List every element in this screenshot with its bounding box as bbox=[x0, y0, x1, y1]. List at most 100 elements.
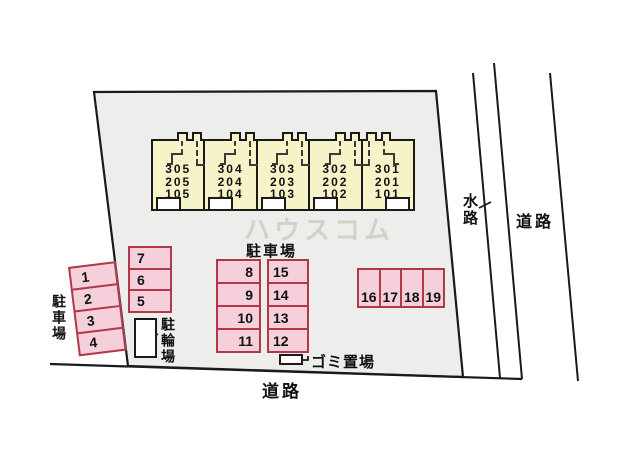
roof-tab-icon bbox=[334, 132, 346, 141]
unit-floor-numbers: 303 203 103 bbox=[258, 163, 308, 201]
stair-dash-icon bbox=[248, 141, 251, 165]
entrance-porch bbox=[208, 197, 234, 211]
stair-dash-icon bbox=[277, 153, 289, 155]
room-number: 201 bbox=[374, 174, 401, 189]
roof-tab-icon bbox=[192, 132, 203, 141]
stair-dash-icon bbox=[223, 153, 226, 164]
stair-dash-icon bbox=[324, 163, 331, 165]
stair-dash-icon bbox=[301, 164, 311, 166]
building: 305 205 105 304 204 104 bbox=[151, 132, 415, 211]
stair-dash-icon bbox=[171, 153, 174, 164]
room-number: 204 bbox=[217, 174, 244, 189]
parking-stall: 12 bbox=[269, 328, 307, 351]
stair-dash-icon bbox=[219, 163, 226, 165]
stair-dash-icon bbox=[338, 141, 341, 154]
roof-tab-icon bbox=[297, 132, 308, 141]
stair-dash-icon bbox=[328, 153, 331, 164]
waterway-label: 水路 bbox=[461, 193, 478, 227]
bicycle-shed-label: 駐輪場 bbox=[160, 317, 176, 365]
room-number: 302 bbox=[322, 162, 349, 176]
stair-dash-icon bbox=[382, 153, 394, 155]
stair-dash-icon bbox=[167, 163, 174, 165]
unit-floor-numbers: 302 202 102 bbox=[310, 163, 360, 201]
parking-stall: 11 bbox=[218, 328, 259, 351]
stair-dash-icon bbox=[248, 164, 258, 166]
parking-stall: 4 bbox=[78, 326, 125, 355]
garbage-leader-line bbox=[301, 356, 309, 361]
parking-label-center: 駐車場 bbox=[246, 243, 298, 260]
parking-stall: 13 bbox=[269, 305, 307, 328]
roof-tab-icon bbox=[380, 132, 391, 141]
parking-stall: 5 bbox=[130, 289, 170, 311]
stair-dash-icon bbox=[276, 153, 279, 164]
stair-dash-icon bbox=[392, 153, 395, 164]
garbage-area-label: ゴミ置場 bbox=[311, 354, 376, 371]
parking-block-inner-west: 7 6 5 bbox=[128, 246, 172, 313]
parking-stall: 18 bbox=[400, 270, 422, 306]
stair-dash-icon bbox=[360, 164, 370, 166]
building-unit-5: 305 205 105 bbox=[153, 132, 206, 211]
stair-dash-icon bbox=[367, 141, 370, 165]
parking-stall: 7 bbox=[137, 249, 145, 266]
room-number: 203 bbox=[270, 174, 297, 189]
parking-stall: 19 bbox=[421, 270, 444, 306]
stair-dash-icon bbox=[286, 141, 289, 154]
stair-dash-icon bbox=[181, 141, 184, 154]
road-line-right bbox=[549, 72, 579, 382]
stair-dash-icon bbox=[353, 164, 363, 166]
stair-dash-icon bbox=[272, 163, 279, 165]
unit-floor-numbers: 301 201 101 bbox=[363, 163, 413, 201]
parking-stall: 8 bbox=[245, 263, 253, 280]
unit-floor-numbers: 304 204 104 bbox=[205, 163, 255, 201]
stair-dash-icon bbox=[301, 141, 304, 165]
roof-tab-icon bbox=[177, 132, 189, 141]
unit-floor-numbers: 305 205 105 bbox=[153, 163, 203, 201]
building-unit-4: 304 204 104 bbox=[205, 132, 258, 211]
parking-block-center-right: 15 14 13 12 bbox=[267, 259, 309, 353]
parking-stall: 14 bbox=[269, 282, 307, 305]
roof-tab-icon bbox=[349, 132, 360, 141]
road-label-right: 道路 bbox=[516, 214, 555, 231]
stair-dash-icon bbox=[224, 153, 236, 155]
stair-dash-icon bbox=[353, 141, 356, 165]
entrance-porch bbox=[385, 197, 411, 211]
parking-stall: 16 bbox=[360, 289, 377, 305]
garbage-area-box bbox=[279, 354, 303, 365]
roof-tab-icon bbox=[229, 132, 241, 141]
entrance-porch bbox=[156, 197, 181, 211]
stair-dash-icon bbox=[233, 141, 236, 154]
room-number: 304 bbox=[217, 162, 244, 176]
building-unit-2: 302 202 102 bbox=[310, 132, 363, 211]
bicycle-shed-box bbox=[134, 318, 157, 358]
roof-tab-icon bbox=[244, 132, 255, 141]
parking-block-east: 16 17 18 19 bbox=[357, 268, 445, 308]
parking-label-west: 駐車場 bbox=[51, 294, 67, 342]
stair-dash-icon bbox=[196, 141, 199, 165]
stair-dash-icon bbox=[382, 141, 385, 154]
road-line-bottom bbox=[49, 362, 523, 381]
entrance-porch bbox=[260, 197, 286, 211]
roof-tab-icon bbox=[282, 132, 294, 141]
waterway-line-right bbox=[493, 62, 523, 380]
stair-dash-icon bbox=[329, 153, 341, 155]
room-number: 303 bbox=[270, 162, 297, 176]
stair-dash-icon bbox=[196, 164, 206, 166]
room-number: 205 bbox=[165, 174, 192, 189]
entrance-porch bbox=[313, 197, 339, 211]
parking-stall: 6 bbox=[130, 267, 170, 290]
waterway-line-left bbox=[472, 72, 501, 379]
parking-stall: 17 bbox=[378, 270, 401, 306]
parking-stall: 15 bbox=[273, 263, 289, 280]
stair-dash-icon bbox=[392, 163, 399, 165]
room-number: 305 bbox=[165, 162, 192, 176]
parking-block-center-left: 8 9 10 11 bbox=[216, 259, 261, 353]
stair-dash-icon bbox=[172, 153, 184, 155]
building-unit-1: 301 201 101 bbox=[360, 132, 413, 211]
road-label-bottom: 道路 bbox=[262, 382, 302, 401]
waterway-leader-line bbox=[478, 201, 492, 209]
parking-stall: 10 bbox=[218, 305, 259, 328]
parking-stall: 9 bbox=[218, 282, 259, 305]
watermark: ハウスコム bbox=[244, 215, 395, 245]
building-unit-3: 303 203 103 bbox=[258, 132, 311, 211]
